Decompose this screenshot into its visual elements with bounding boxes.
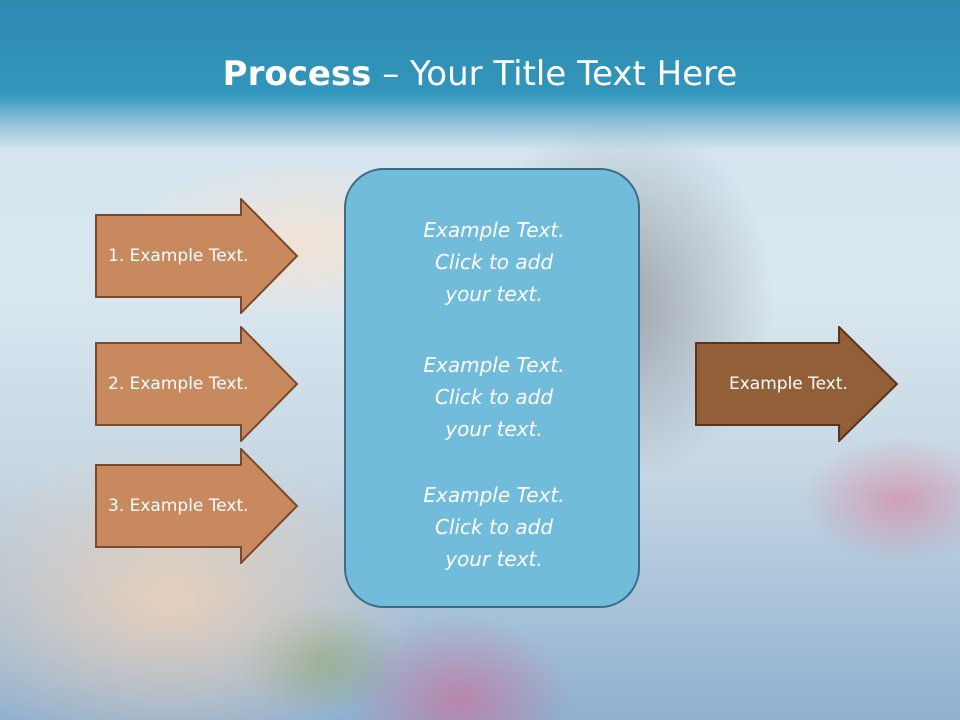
center-block-2-line-3: your text. [445,417,543,441]
center-block-1-line-2: Click to add [434,250,554,274]
step-arrow-3[interactable]: 3. Example Text. [95,448,299,564]
title-band [0,0,960,150]
step-label-2: 2. Example Text. [108,374,249,394]
center-block-2-line-1: Example Text. [423,353,565,377]
center-text-block-2: Example Text. Click to add your text. [346,349,642,445]
center-block-3-line-3: your text. [445,547,543,571]
center-text-block-1: Example Text. Click to add your text. [346,214,642,310]
center-block-1-line-1: Example Text. [423,218,565,242]
output-arrow[interactable]: Example Text. [695,326,899,442]
center-text-box[interactable]: Example Text. Click to add your text. Ex… [344,168,640,608]
step-label-1: 1. Example Text. [108,246,249,266]
output-arrow-shape [695,326,899,442]
step-label-3: 3. Example Text. [108,496,249,516]
center-block-3-line-1: Example Text. [423,483,565,507]
title-bold: Process [222,54,372,94]
center-block-1-line-3: your text. [445,282,543,306]
center-block-3-line-2: Click to add [434,515,554,539]
step-arrow-1[interactable]: 1. Example Text. [95,198,299,314]
step-arrow-1-shape [95,198,299,314]
output-label: Example Text. [729,374,848,394]
center-text-block-3: Example Text. Click to add your text. [346,479,642,575]
center-block-2-line-2: Click to add [434,385,554,409]
step-arrow-3-shape [95,448,299,564]
slide-title[interactable]: Process – Your Title Text Here [0,52,960,96]
title-rest: Your Title Text Here [410,54,738,94]
step-arrow-2-shape [95,326,299,442]
step-arrow-2[interactable]: 2. Example Text. [95,326,299,442]
title-dash: – [371,54,411,94]
